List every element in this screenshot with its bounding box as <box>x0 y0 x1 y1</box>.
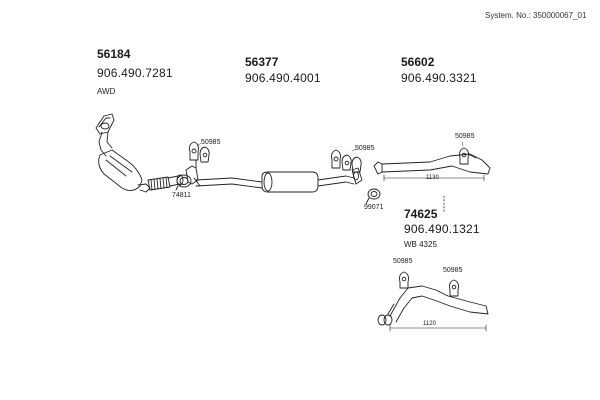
system-number: System. No.: 350000067_01 <box>485 11 587 20</box>
catalytic-converter <box>95 113 184 193</box>
part-number-56184: 56184 <box>97 47 131 61</box>
hanger-pair-rear <box>331 149 362 173</box>
rear-pipe-56602 <box>373 147 491 182</box>
code-56602: 906.490.3321 <box>401 71 477 85</box>
middle-pipe-56377 <box>185 165 363 193</box>
clip-99071 <box>365 188 381 205</box>
callout-hanger-2: 50985 <box>355 145 375 152</box>
hanger-pair-front <box>189 141 210 169</box>
callout-hanger-1: 50985 <box>201 139 221 146</box>
callout-clamp: 74811 <box>172 192 191 199</box>
code-74625: 906.490.1321 <box>404 222 480 236</box>
part-number-56602: 56602 <box>401 55 435 69</box>
part-number-74625: 74625 <box>404 207 438 221</box>
callout-hanger-3: 50985 <box>455 133 475 140</box>
code-56184: 906.490.7281 <box>97 66 173 80</box>
callout-clip: 99071 <box>364 204 384 211</box>
callout-hanger-4: 50985 <box>393 258 413 265</box>
dimension-1120: 1120 <box>423 321 436 327</box>
rear-pipe-74625 <box>377 271 489 332</box>
callout-hanger-5: 50985 <box>443 267 463 274</box>
part-number-56377: 56377 <box>245 55 279 69</box>
note-awd: AWD <box>97 87 116 96</box>
code-56377: 906.490.4001 <box>245 71 321 85</box>
note-wb: WB 4325 <box>404 240 437 249</box>
